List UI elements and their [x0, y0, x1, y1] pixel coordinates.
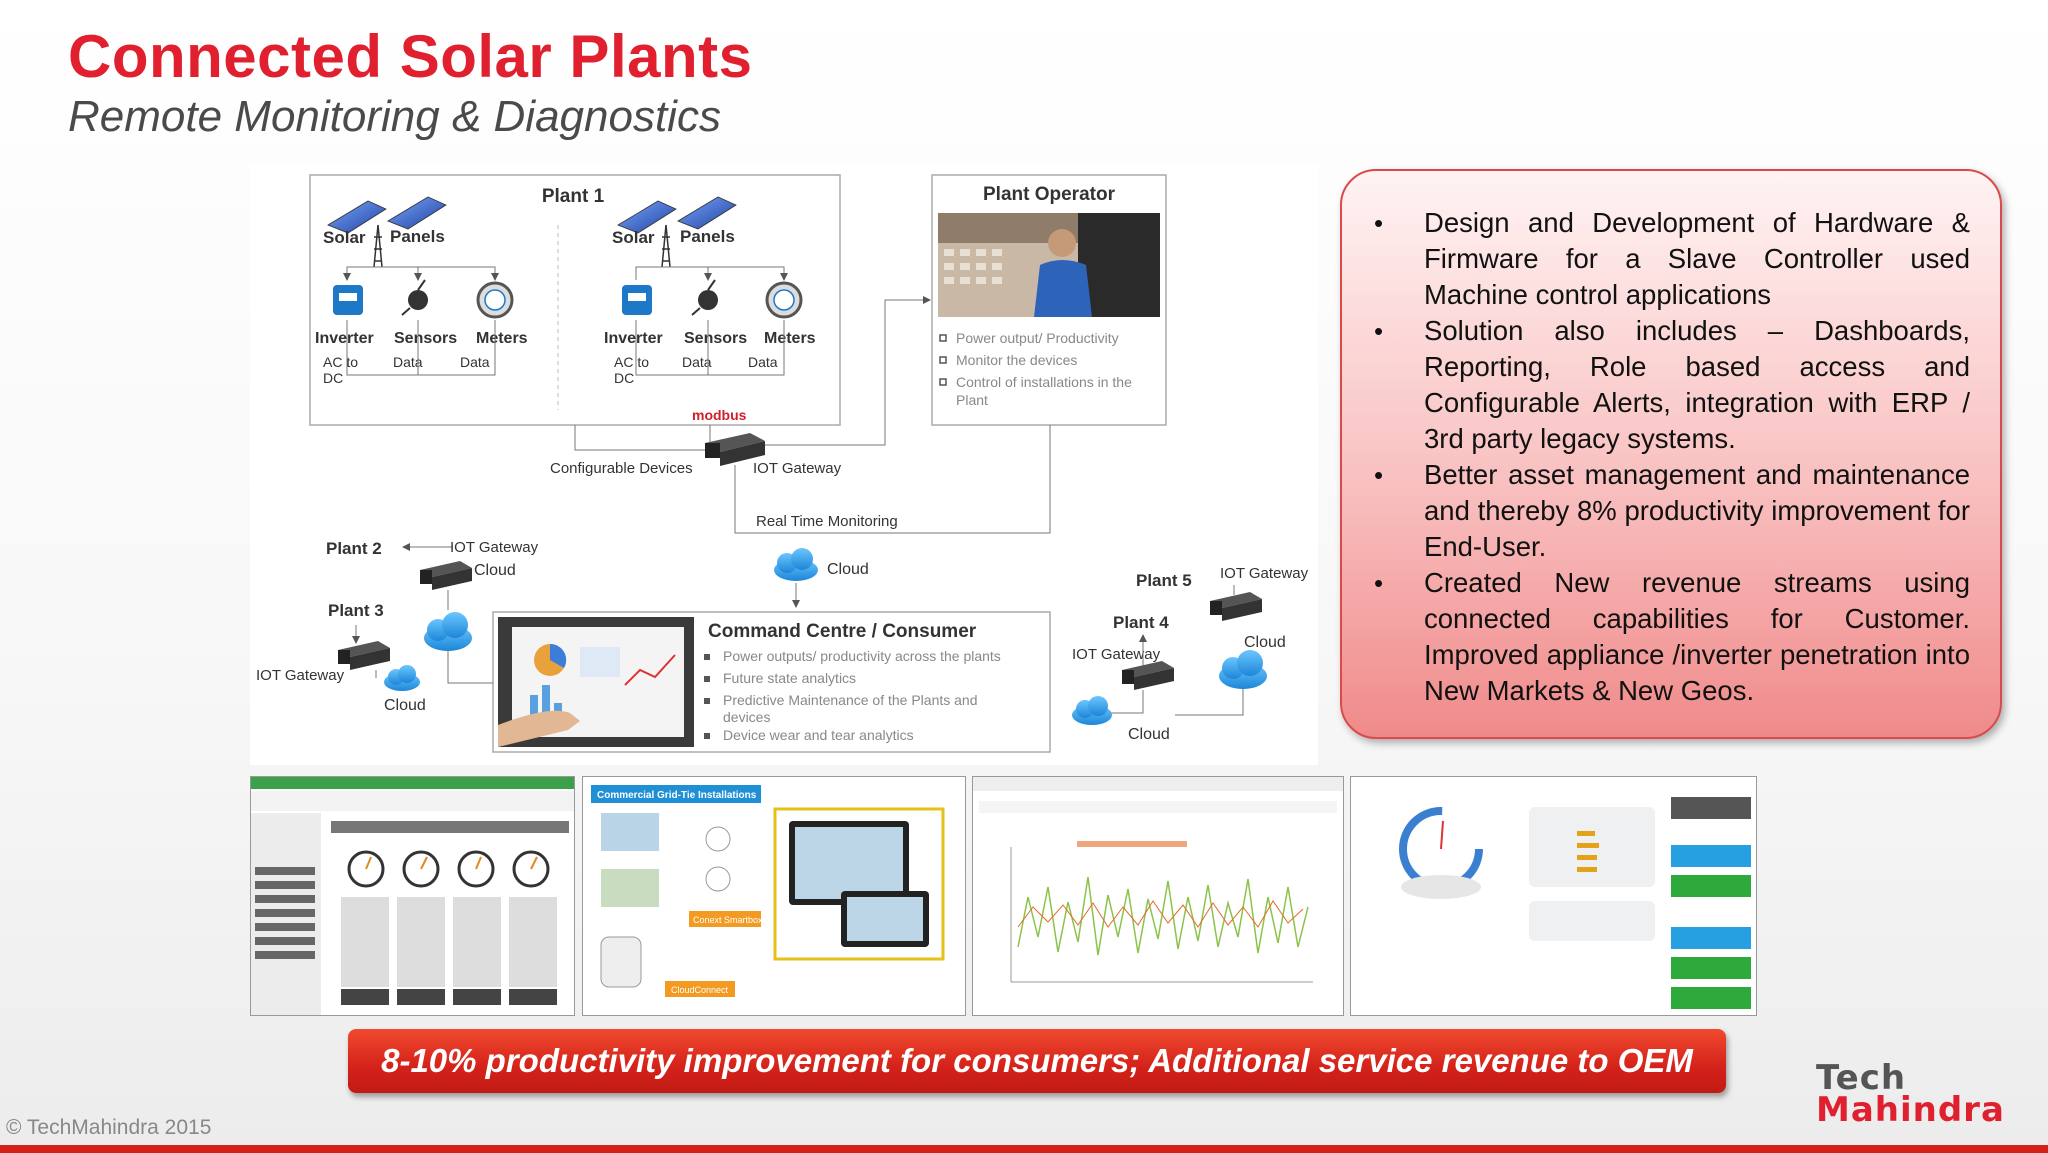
command-item-3: Predictive Maintenance of the Plants and — [723, 692, 978, 708]
productivity-banner: 8-10% productivity improvement for consu… — [348, 1029, 1726, 1093]
cloud-label-p3: Cloud — [384, 697, 426, 714]
sensor-icon-2 — [691, 279, 718, 316]
modbus-label: modbus — [692, 407, 747, 423]
iot-gateway-label-p4: IOT Gateway — [1072, 646, 1161, 663]
logo-line-1: Tech — [1816, 1058, 1907, 1098]
bullet-icon: • — [1374, 568, 1384, 598]
cloud-label-central: Cloud — [827, 561, 869, 578]
architecture-diagram: Plant 1 Solar Panels Solar Panels Invert… — [250, 165, 1318, 765]
copyright-text: © TechMahindra 2015 — [6, 1116, 212, 1139]
inverter-label: Inverter — [315, 330, 374, 347]
grid-tie-title: Commercial Grid-Tie Installations — [597, 790, 757, 801]
cloud-icon-central — [774, 548, 818, 581]
bullet-item: • Solution also includes – Dashboards, Re… — [1374, 313, 1970, 457]
operator-item-3b: Plant — [956, 392, 988, 408]
iot-gateway-p4 — [1122, 661, 1174, 690]
command-items: Power outputs/ productivity across the p… — [704, 648, 1001, 743]
bullet-item: • Design and Development of Hardware & Fi… — [1374, 205, 1970, 313]
ac-to-label: AC to — [323, 354, 358, 370]
bullet-item: • Created New revenue streams using conne… — [1374, 565, 1970, 709]
meters-label: Meters — [476, 330, 528, 347]
operator-item-3: Control of installations in the — [956, 374, 1132, 390]
bullet-text: Design and Development of Hardware & Fir… — [1424, 207, 1970, 310]
meters-label-2: Meters — [764, 330, 816, 347]
panels-label: Panels — [390, 227, 445, 246]
operator-item-1: Power output/ Productivity — [956, 330, 1119, 346]
solution-callout: • Design and Development of Hardware & Fi… — [1340, 169, 2002, 739]
iot-gateway-label-p3: IOT Gateway — [256, 667, 345, 684]
command-item-4: Device wear and tear analytics — [723, 727, 914, 743]
real-time-monitoring-label: Real Time Monitoring — [756, 513, 898, 530]
iot-gateway-label-p2: IOT Gateway — [450, 539, 539, 556]
dc-label-2: DC — [614, 370, 634, 386]
iot-gateway-p2 — [420, 561, 472, 590]
command-item-2: Future state analytics — [723, 670, 856, 686]
techmahindra-logo: Tech Mahindra — [1816, 1058, 2005, 1130]
cloud-label-p2: Cloud — [474, 562, 516, 579]
logo-line-2: Mahindra — [1816, 1090, 2005, 1130]
command-centre-title: Command Centre / Consumer — [708, 621, 977, 642]
solar-label: Solar — [323, 228, 366, 247]
iot-gateway-p5 — [1210, 592, 1262, 621]
page-title: Connected Solar Plants — [68, 23, 753, 90]
configurable-devices-label: Configurable Devices — [550, 460, 693, 477]
cloud-icon-p4 — [1072, 696, 1112, 725]
ac-to-label-2: AC to — [614, 354, 649, 370]
panels-label-2: Panels — [680, 227, 735, 246]
bullet-icon: • — [1374, 460, 1384, 490]
sensors-label-2: Sensors — [684, 330, 747, 347]
cloud-icon-p3 — [384, 665, 420, 691]
solar-panels-left — [327, 196, 447, 268]
solar-panels-right — [617, 196, 737, 268]
sensor-icon — [401, 279, 428, 316]
meter-icon — [476, 281, 514, 319]
plant1-box — [309, 174, 841, 426]
bullet-text: Created New revenue streams using connec… — [1424, 567, 1970, 706]
iot-gateway-label-main: IOT Gateway — [753, 460, 842, 477]
iot-gateway-p3 — [338, 641, 390, 670]
page-subtitle: Remote Monitoring & Diagnostics — [68, 92, 721, 141]
operator-item-2: Monitor the devices — [956, 352, 1077, 368]
plant2-label: Plant 2 — [326, 539, 382, 558]
data-label: Data — [393, 354, 423, 370]
smartbox-label: Conext Smartbox — [693, 915, 763, 925]
plant-operator-title: Plant Operator — [983, 184, 1116, 205]
dashboard-screenshot-1 — [250, 776, 575, 1016]
iot-gateway-label-p5: IOT Gateway — [1220, 565, 1309, 582]
dashboard-screenshot-2: Commercial Grid-Tie Installations Conext… — [582, 776, 966, 1016]
solar-label-2: Solar — [612, 228, 655, 247]
bottom-accent-bar — [0, 1145, 2048, 1153]
dashboard-screenshot-4 — [1350, 776, 1757, 1016]
bullet-icon: • — [1374, 208, 1384, 238]
cloud-icon-p5 — [1219, 650, 1267, 689]
plant5-label: Plant 5 — [1136, 571, 1192, 590]
plant1-title: Plant 1 — [542, 186, 605, 207]
plant3-label: Plant 3 — [328, 601, 384, 620]
dc-label: DC — [323, 370, 343, 386]
dashboard-screenshot-3 — [972, 776, 1344, 1016]
inverter-label-2: Inverter — [604, 330, 663, 347]
command-item-3b: devices — [723, 709, 770, 725]
bullet-icon: • — [1374, 316, 1384, 346]
bullet-item: • Better asset management and maintenance… — [1374, 457, 1970, 565]
sensors-label: Sensors — [394, 330, 457, 347]
tablet-photo — [498, 617, 694, 747]
data-label-4: Data — [748, 354, 778, 370]
bullet-text: Solution also includes – Dashboards, Rep… — [1424, 315, 1970, 454]
data-label-3: Data — [682, 354, 712, 370]
iot-gateway-main — [705, 433, 765, 466]
data-label-2: Data — [460, 354, 490, 370]
solution-bullets: • Design and Development of Hardware & Fi… — [1374, 205, 1970, 709]
plant4-label: Plant 4 — [1113, 613, 1169, 632]
operator-items: Power output/ Productivity Monitor the d… — [939, 330, 1132, 408]
cloud-icon-p2 — [424, 612, 472, 651]
bullet-text: Better asset management and maintenance … — [1424, 459, 1970, 562]
command-item-1: Power outputs/ productivity across the p… — [723, 648, 1001, 664]
cloud-label-p5: Cloud — [1244, 634, 1286, 651]
cloud-label-p4: Cloud — [1128, 726, 1170, 743]
cloudconnect-label: CloudConnect — [671, 985, 729, 995]
operator-photo — [938, 213, 1160, 317]
meter-icon-2 — [765, 281, 803, 319]
